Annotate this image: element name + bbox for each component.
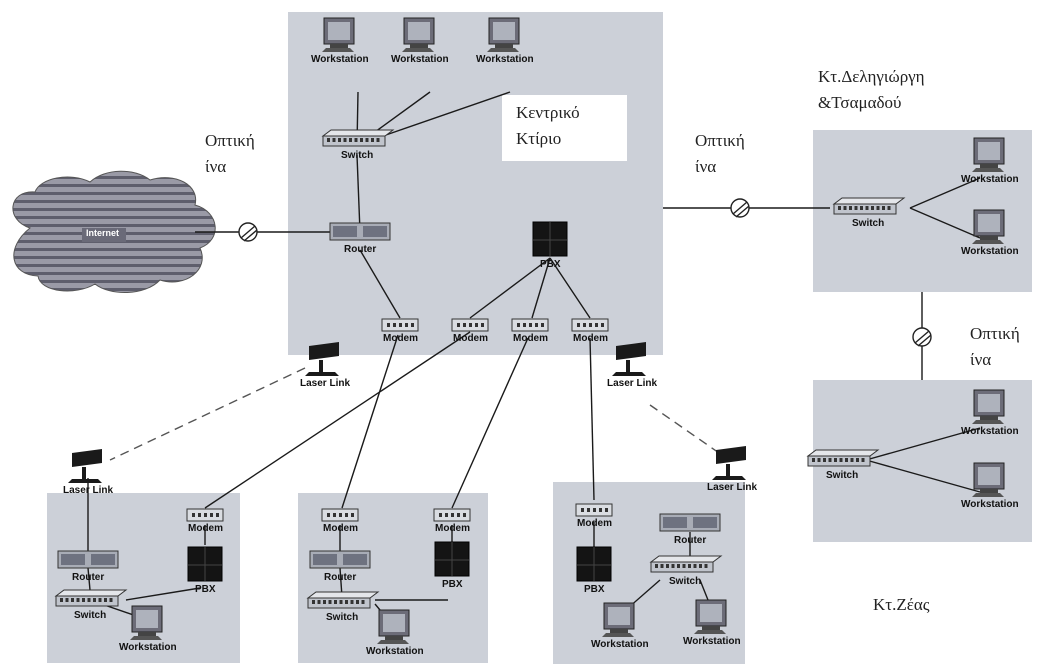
pbx-label: PBX bbox=[584, 584, 605, 595]
switch-device-icon bbox=[806, 449, 880, 467]
switch-label: Switch bbox=[326, 612, 359, 623]
laser-label: Laser Link bbox=[707, 482, 758, 493]
modem-device-icon bbox=[575, 503, 613, 517]
switch-label: Switch bbox=[826, 470, 859, 481]
fiber-label-internet: Οπτική ίνα bbox=[205, 128, 255, 180]
workstation-device-icon bbox=[972, 462, 1005, 497]
fiber-label-zeas: Οπτική ίνα bbox=[970, 321, 1020, 373]
workstation-device-icon bbox=[972, 137, 1005, 172]
modem-label: Modem bbox=[188, 523, 223, 534]
modem-label: Modem bbox=[383, 333, 418, 344]
internet-label: Internet bbox=[86, 228, 120, 238]
workstation-device-icon bbox=[377, 609, 410, 644]
workstation-label: Workstation bbox=[476, 54, 534, 65]
laser-device-icon bbox=[612, 342, 646, 376]
modem-device-icon bbox=[381, 318, 419, 332]
switch-label: Switch bbox=[74, 610, 107, 621]
workstation-device-icon bbox=[694, 599, 727, 634]
fiber-label-deligiorgi: Οπτική ίνα bbox=[695, 128, 745, 180]
modem-device-icon bbox=[571, 318, 609, 332]
central-building-label-bg bbox=[502, 95, 627, 161]
router-device-icon bbox=[329, 222, 391, 241]
workstation-device-icon bbox=[322, 17, 355, 52]
modem-label: Modem bbox=[577, 518, 612, 529]
pbx-device-icon bbox=[187, 546, 223, 582]
switch-device-icon bbox=[321, 129, 395, 147]
workstation-label: Workstation bbox=[366, 646, 424, 657]
workstation-device-icon bbox=[972, 389, 1005, 424]
workstation-label: Workstation bbox=[591, 639, 649, 650]
router-label: Router bbox=[674, 535, 707, 546]
switch-device-icon bbox=[832, 197, 906, 215]
switch-label: Switch bbox=[341, 150, 374, 161]
router-device-icon bbox=[309, 550, 371, 569]
workstation-device-icon bbox=[602, 602, 635, 637]
workstation-label: Workstation bbox=[961, 174, 1019, 185]
zeas-building-label: Κτ.Ζέας bbox=[873, 595, 930, 614]
pbx-device-icon bbox=[532, 221, 568, 257]
workstation-device-icon bbox=[487, 17, 520, 52]
workstation-label: Workstation bbox=[391, 54, 449, 65]
workstation-label: Workstation bbox=[961, 246, 1019, 257]
router-label: Router bbox=[72, 572, 105, 583]
laser-device-icon bbox=[68, 449, 102, 483]
pbx-label: PBX bbox=[195, 584, 216, 595]
deligiorgi-line1: Κτ.Δεληγιώργη bbox=[818, 67, 925, 86]
pbx-device-icon bbox=[434, 541, 470, 577]
central-building-label: Κεντρικό Κτίριο bbox=[516, 100, 580, 152]
modem-device-icon bbox=[321, 508, 359, 522]
laser-label: Laser Link bbox=[63, 485, 114, 496]
modem-label: Modem bbox=[453, 333, 488, 344]
internet-cloud bbox=[12, 170, 216, 294]
router-label: Router bbox=[324, 572, 357, 583]
central-building-line1: Κεντρικό bbox=[516, 103, 580, 122]
laser-label: Laser Link bbox=[607, 378, 658, 389]
switch-label: Switch bbox=[669, 576, 702, 587]
laser-links bbox=[109, 367, 723, 461]
router-device-icon bbox=[57, 550, 119, 569]
workstation-device-icon bbox=[130, 605, 163, 640]
central-building-box bbox=[288, 12, 663, 355]
switch-device-icon bbox=[54, 589, 128, 607]
switch-label: Switch bbox=[852, 218, 885, 229]
fiber-label-line2: ίνα bbox=[970, 350, 992, 369]
fiber-label-line2: ίνα bbox=[695, 157, 717, 176]
workstation-label: Workstation bbox=[311, 54, 369, 65]
modem-label: Modem bbox=[435, 523, 470, 534]
pbx-device-icon bbox=[576, 546, 612, 582]
workstation-label: Workstation bbox=[119, 642, 177, 653]
fiber-label-line1: Οπτική bbox=[695, 131, 745, 150]
switch-device-icon bbox=[306, 591, 380, 609]
laser-device-icon bbox=[305, 342, 339, 376]
workstation-device-icon bbox=[402, 17, 435, 52]
modem-device-icon bbox=[451, 318, 489, 332]
modem-label: Modem bbox=[573, 333, 608, 344]
modem-label: Modem bbox=[513, 333, 548, 344]
modem-device-icon bbox=[433, 508, 471, 522]
router-label: Router bbox=[344, 244, 377, 255]
workstation-label: Workstation bbox=[961, 426, 1019, 437]
switch-device-icon bbox=[649, 555, 723, 573]
central-building-line2: Κτίριο bbox=[516, 129, 562, 148]
modem-device-icon bbox=[186, 508, 224, 522]
modem-label: Modem bbox=[323, 523, 358, 534]
laser-label: Laser Link bbox=[300, 378, 351, 389]
pbx-label: PBX bbox=[442, 579, 463, 590]
fiber-label-line1: Οπτική bbox=[205, 131, 255, 150]
workstation-device-icon bbox=[972, 209, 1005, 244]
fiber-label-line1: Οπτική bbox=[970, 324, 1020, 343]
modem-device-icon bbox=[511, 318, 549, 332]
workstation-label: Workstation bbox=[683, 636, 741, 647]
fiber-connectors bbox=[238, 198, 932, 347]
router-device-icon bbox=[659, 513, 721, 532]
deligiorgi-line2: &Τσαμαδού bbox=[818, 93, 902, 112]
laser-device-icon bbox=[712, 446, 746, 480]
deligiorgi-building-label: Κτ.Δεληγιώργη &Τσαμαδού bbox=[818, 64, 925, 116]
pbx-label: PBX bbox=[540, 259, 561, 270]
workstation-label: Workstation bbox=[961, 499, 1019, 510]
fiber-label-line2: ίνα bbox=[205, 157, 227, 176]
